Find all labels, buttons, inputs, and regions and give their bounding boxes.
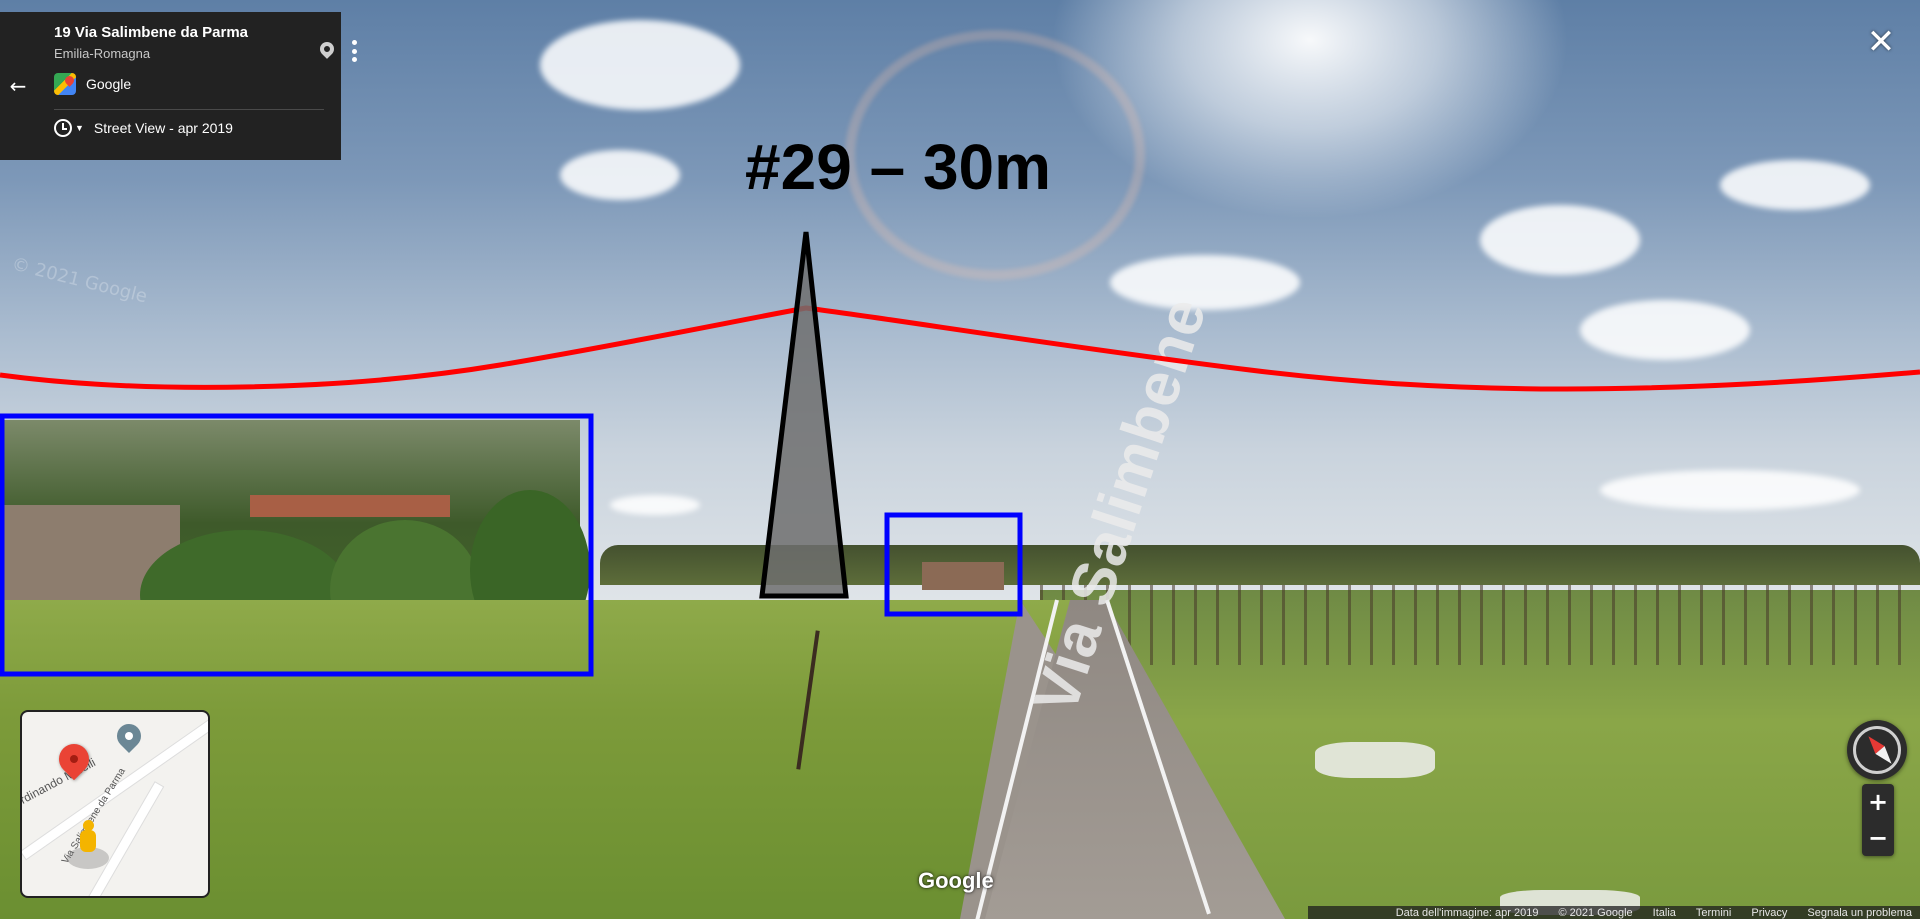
zoom-out-button[interactable]: −	[1867, 824, 1889, 852]
pegman-view-cone	[67, 847, 109, 869]
cloud	[1480, 205, 1640, 275]
history-clock-icon	[54, 119, 72, 137]
back-arrow-icon: ←	[9, 74, 27, 98]
cloud	[560, 150, 680, 200]
distant-house	[922, 562, 1004, 590]
chevron-down-icon: ▼	[75, 123, 84, 133]
close-button[interactable]: ✕	[1866, 22, 1896, 62]
copyright-text: © 2021 Google	[1558, 906, 1633, 919]
card-divider	[54, 109, 324, 110]
street-view-history-button[interactable]: ▼ Street View - apr 2019	[54, 119, 323, 137]
street-view-date-label: Street View - apr 2019	[93, 120, 233, 136]
location-info-card: 19 Via Salimbene da Parma Emilia-Romagna…	[36, 12, 357, 160]
cloud	[1110, 255, 1300, 310]
compass-button[interactable]	[1847, 720, 1907, 780]
image-date: Data dell'immagine: apr 2019	[1395, 906, 1539, 919]
lens-halo	[845, 30, 1145, 280]
attribution-bar: Data dell'immagine: apr 2019 © 2021 Goog…	[1308, 906, 1920, 919]
cloud	[1720, 160, 1870, 210]
place-region: Emilia-Romagna	[54, 46, 151, 61]
cloud	[540, 20, 740, 110]
pegman-icon[interactable]	[77, 820, 99, 860]
zoom-control: + −	[1862, 784, 1894, 856]
mini-map[interactable]: rdinando Miselli Via Salimbene da Parma	[20, 710, 210, 898]
country-link[interactable]: Italia	[1652, 906, 1676, 919]
zoom-in-button[interactable]: +	[1867, 788, 1889, 816]
annotation-title: #29 – 30m	[745, 131, 1052, 203]
google-logo: Google	[918, 868, 994, 893]
back-button[interactable]: ←	[0, 12, 36, 160]
google-maps-icon	[54, 73, 76, 95]
report-problem-link[interactable]: Segnala un problema	[1807, 906, 1912, 919]
light-patch	[1315, 742, 1435, 778]
cloud	[610, 495, 700, 515]
cloud	[1600, 470, 1860, 510]
place-marker-icon[interactable]	[112, 719, 146, 753]
tree-line	[600, 545, 1920, 585]
provider-name: Google	[86, 76, 132, 92]
more-vert-icon[interactable]	[352, 40, 358, 62]
terms-link[interactable]: Termini	[1695, 906, 1732, 919]
compass-ring	[1853, 726, 1901, 774]
place-title[interactable]: 19 Via Salimbene da Parma	[54, 24, 248, 41]
provider-row[interactable]: Google	[54, 73, 323, 95]
privacy-link[interactable]: Privacy	[1751, 906, 1788, 919]
cloud	[1580, 300, 1750, 360]
left-house-roof	[250, 495, 450, 517]
